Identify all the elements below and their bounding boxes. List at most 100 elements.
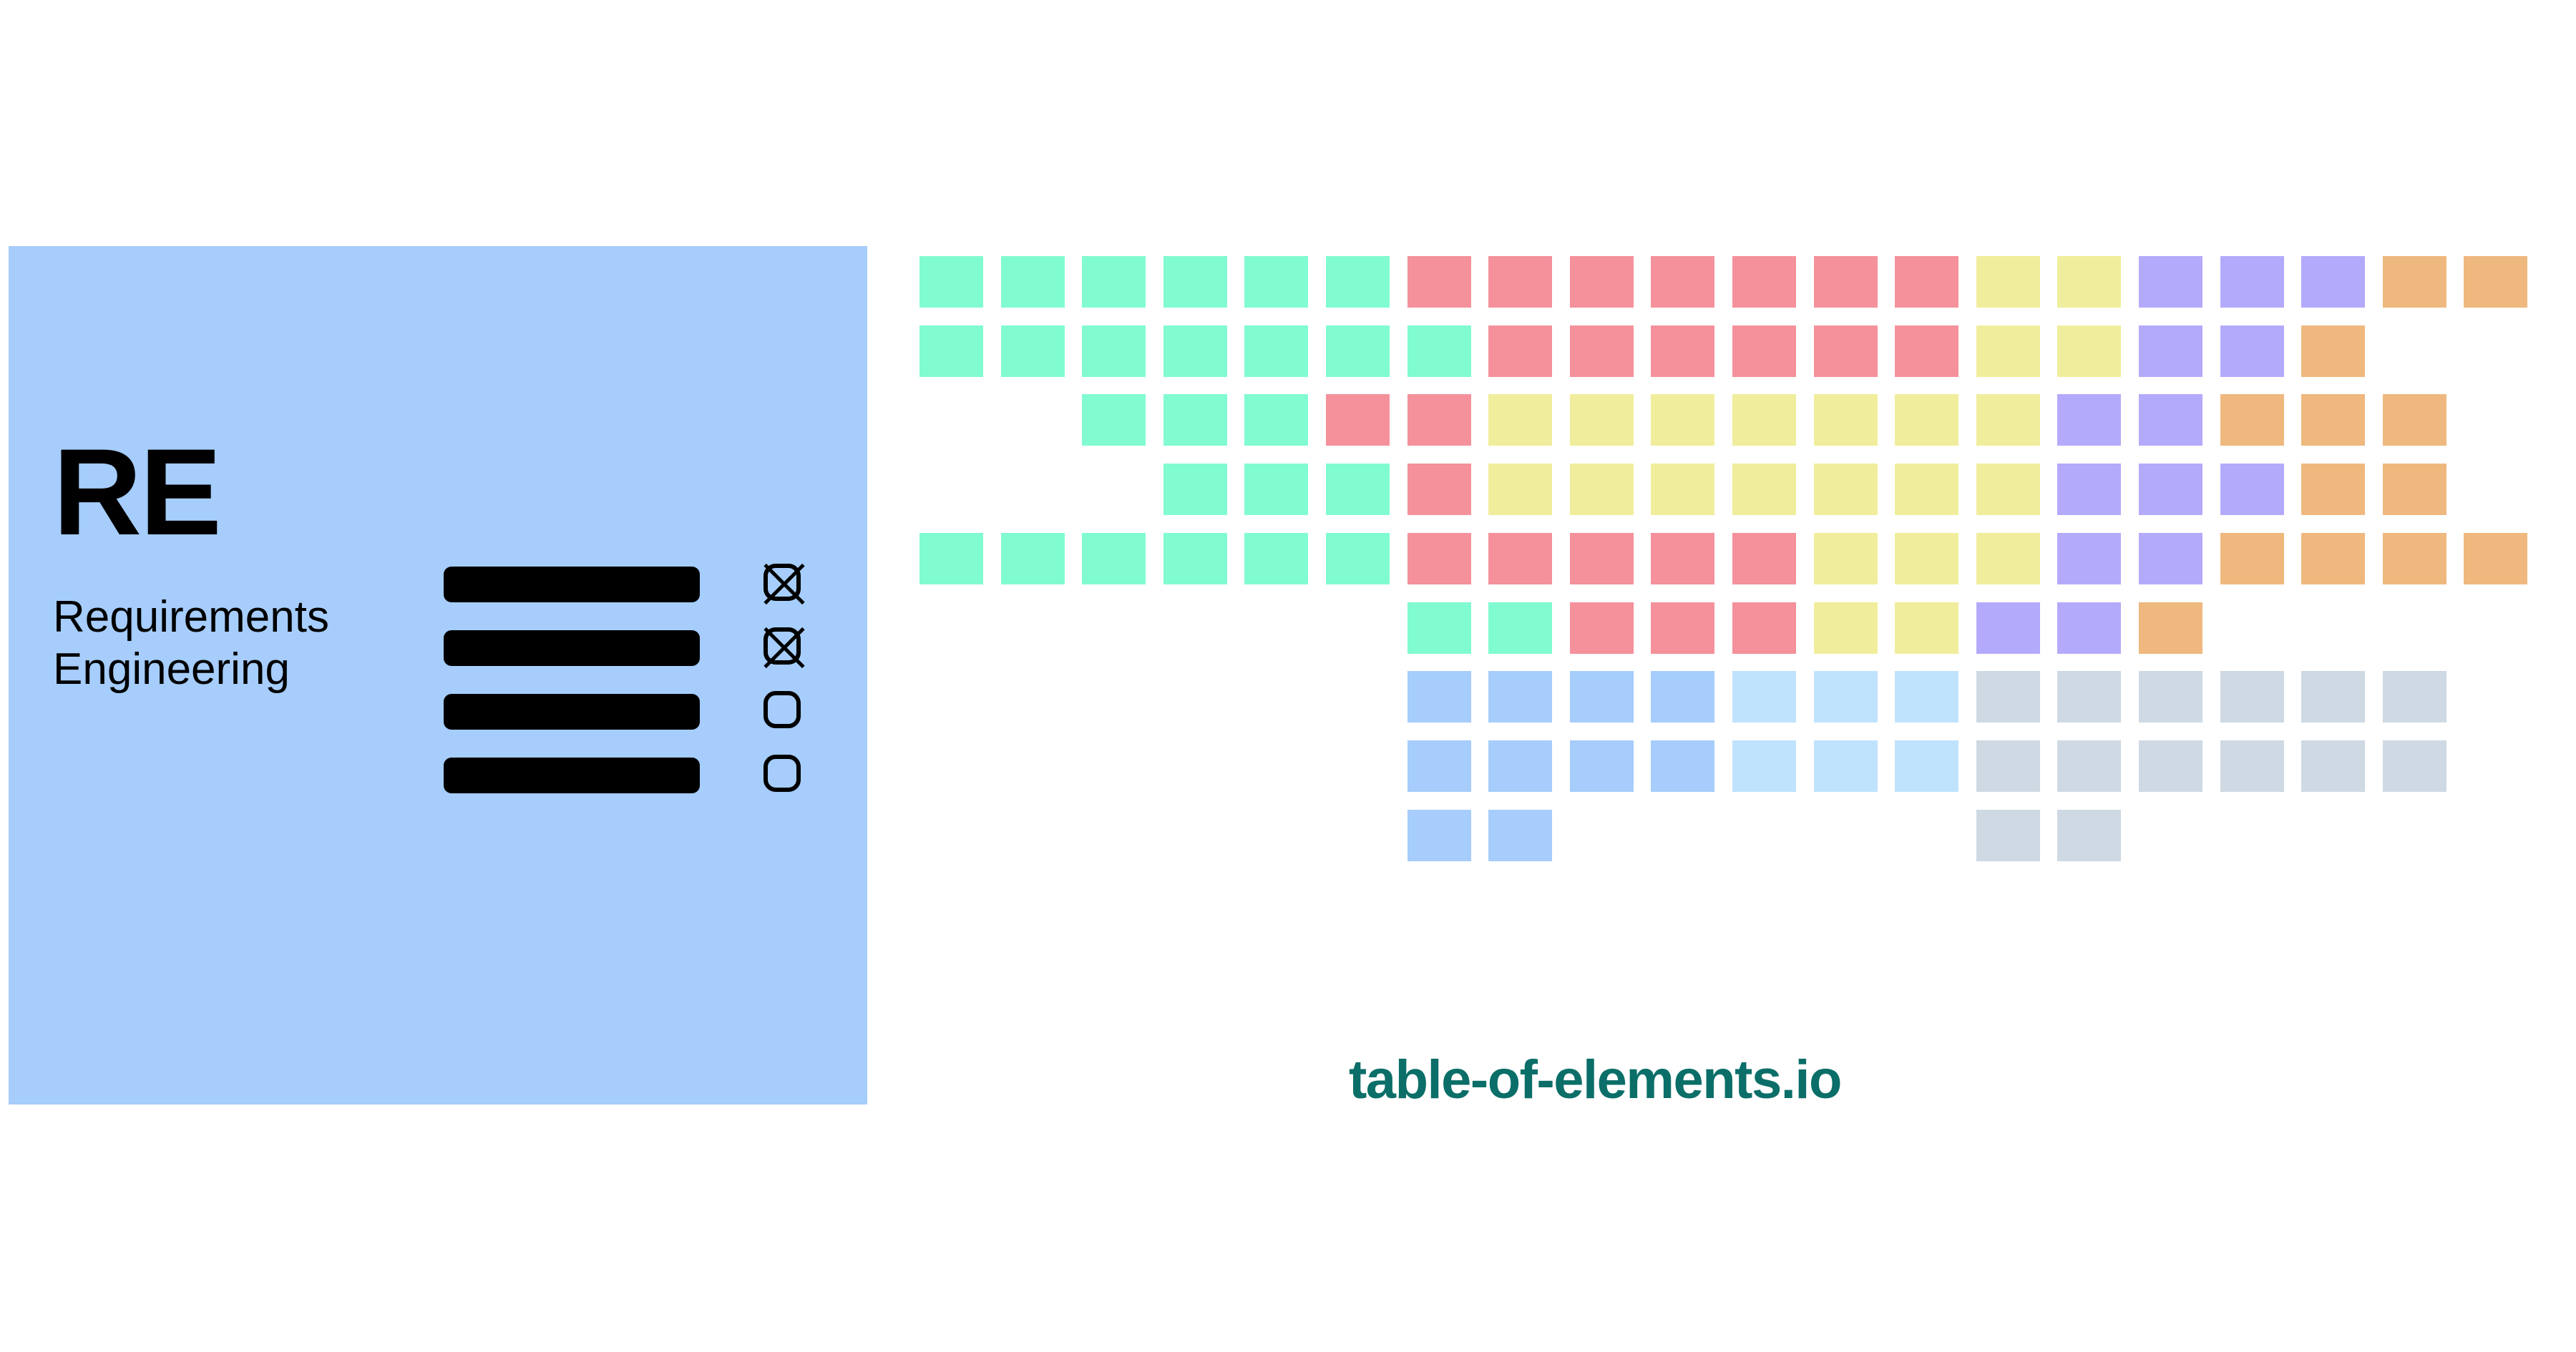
element-tile[interactable] — [1569, 532, 1634, 584]
element-tile[interactable] — [1488, 602, 1553, 654]
element-tile[interactable] — [2057, 325, 2122, 377]
element-tile[interactable] — [1244, 394, 1309, 446]
element-tile[interactable] — [1326, 394, 1390, 446]
element-tile[interactable] — [1813, 325, 1878, 377]
element-tile[interactable] — [2382, 671, 2446, 723]
element-tile[interactable] — [1569, 671, 1634, 723]
element-tile[interactable] — [1407, 809, 1471, 861]
element-tile[interactable] — [2301, 464, 2366, 516]
element-tile[interactable] — [1488, 394, 1553, 446]
element-tile[interactable] — [2057, 394, 2122, 446]
element-tile[interactable] — [2382, 532, 2446, 584]
element-tile[interactable] — [1651, 394, 1715, 446]
element-tile[interactable] — [2301, 671, 2366, 723]
element-tile[interactable] — [1732, 740, 1796, 792]
element-tile[interactable] — [919, 256, 983, 308]
element-tile[interactable] — [2220, 532, 2284, 584]
element-tile[interactable] — [1082, 394, 1146, 446]
element-tile[interactable] — [1651, 464, 1715, 516]
element-tile[interactable] — [1163, 464, 1227, 516]
element-tile[interactable] — [2220, 394, 2284, 446]
element-tile[interactable] — [1326, 256, 1390, 308]
element-tile[interactable] — [1651, 671, 1715, 723]
element-tile[interactable] — [1813, 740, 1878, 792]
element-tile[interactable] — [1407, 532, 1471, 584]
element-tile[interactable] — [2057, 809, 2122, 861]
element-tile[interactable] — [1732, 671, 1796, 723]
element-card[interactable]: RE Requirements Engineering — [9, 246, 867, 1104]
element-tile[interactable] — [1326, 464, 1390, 516]
element-tile[interactable] — [2139, 740, 2202, 792]
element-tile[interactable] — [2139, 394, 2202, 446]
element-tile[interactable] — [1895, 394, 1959, 446]
element-tile[interactable] — [2301, 394, 2366, 446]
element-tile[interactable] — [1569, 394, 1634, 446]
element-tile[interactable] — [1569, 740, 1634, 792]
element-tile[interactable] — [1569, 602, 1634, 654]
element-tile[interactable] — [2301, 740, 2366, 792]
element-tile[interactable] — [1488, 325, 1553, 377]
element-tile[interactable] — [1569, 325, 1634, 377]
element-tile[interactable] — [1407, 325, 1471, 377]
element-tile[interactable] — [2382, 394, 2446, 446]
element-tile[interactable] — [1326, 532, 1390, 584]
element-tile[interactable] — [1895, 602, 1959, 654]
element-tile[interactable] — [2301, 532, 2366, 584]
element-tile[interactable] — [1813, 602, 1878, 654]
element-tile[interactable] — [1407, 256, 1471, 308]
element-tile[interactable] — [1488, 464, 1553, 516]
element-tile[interactable] — [2057, 602, 2122, 654]
element-tile[interactable] — [1651, 256, 1715, 308]
element-tile[interactable] — [1651, 325, 1715, 377]
element-tile[interactable] — [1895, 325, 1959, 377]
element-tile[interactable] — [1651, 740, 1715, 792]
checkbox-checked-1[interactable] — [763, 563, 805, 605]
element-tile[interactable] — [1732, 532, 1796, 584]
element-tile[interactable] — [1082, 325, 1146, 377]
element-tile[interactable] — [1976, 532, 2040, 584]
element-tile[interactable] — [1976, 256, 2040, 308]
element-tile[interactable] — [1000, 532, 1065, 584]
element-tile[interactable] — [1082, 532, 1146, 584]
element-tile[interactable] — [1813, 464, 1878, 516]
element-tile[interactable] — [1244, 532, 1309, 584]
element-tile[interactable] — [1407, 740, 1471, 792]
element-tile[interactable] — [1895, 464, 1959, 516]
element-tile[interactable] — [1000, 325, 1065, 377]
element-tile[interactable] — [2464, 532, 2528, 584]
element-tile[interactable] — [1407, 394, 1471, 446]
element-tile[interactable] — [1895, 532, 1959, 584]
element-tile[interactable] — [2220, 256, 2284, 308]
element-tile[interactable] — [1244, 325, 1309, 377]
element-tile[interactable] — [2464, 256, 2528, 308]
checkbox-empty-4[interactable] — [763, 755, 805, 796]
element-tile[interactable] — [1813, 256, 1878, 308]
site-wordmark[interactable]: table-of-elements.io — [1349, 1049, 1842, 1110]
checkbox-checked-2[interactable] — [763, 627, 805, 669]
element-tile[interactable] — [1163, 532, 1227, 584]
element-tile[interactable] — [1000, 256, 1065, 308]
element-tile[interactable] — [1163, 256, 1227, 308]
element-tile[interactable] — [1895, 740, 1959, 792]
element-tile[interactable] — [2057, 532, 2122, 584]
element-tile[interactable] — [2301, 325, 2366, 377]
element-tile[interactable] — [1651, 602, 1715, 654]
element-tile[interactable] — [2057, 256, 2122, 308]
element-tile[interactable] — [1488, 532, 1553, 584]
element-tile[interactable] — [1813, 532, 1878, 584]
element-tile[interactable] — [1163, 325, 1227, 377]
element-tile[interactable] — [2057, 740, 2122, 792]
element-tile[interactable] — [1732, 394, 1796, 446]
element-tile[interactable] — [1976, 809, 2040, 861]
element-tile[interactable] — [2382, 464, 2446, 516]
element-tile[interactable] — [1244, 256, 1309, 308]
element-tile[interactable] — [2139, 256, 2202, 308]
element-tile[interactable] — [2057, 464, 2122, 516]
element-tile[interactable] — [1326, 325, 1390, 377]
element-tile[interactable] — [1813, 671, 1878, 723]
element-tile[interactable] — [1732, 464, 1796, 516]
element-tile[interactable] — [1976, 464, 2040, 516]
element-tile[interactable] — [1488, 671, 1553, 723]
element-tile[interactable] — [1407, 602, 1471, 654]
element-tile[interactable] — [1976, 740, 2040, 792]
